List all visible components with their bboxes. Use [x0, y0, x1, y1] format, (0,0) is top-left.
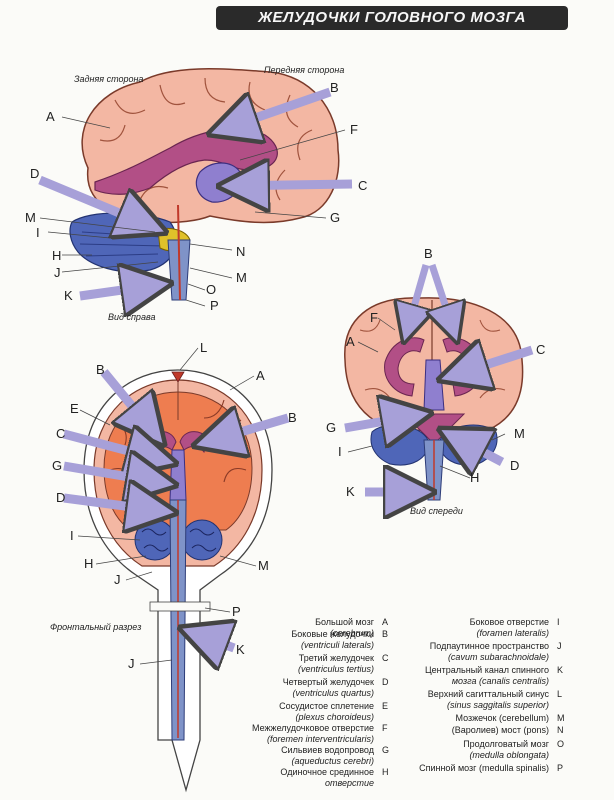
label-B-front: B: [424, 246, 433, 261]
caption-front-view: Вид спереди: [410, 506, 463, 516]
front-view-brain: [344, 297, 524, 501]
label-F-side: F: [350, 122, 358, 137]
caption-right-view: Вид справа: [108, 312, 155, 322]
label-I-side: I: [36, 225, 40, 240]
front-view-arrows: [344, 263, 534, 492]
label-B2-section: B: [288, 410, 297, 425]
label-M-front: M: [514, 426, 525, 441]
legend-item-F: Межжелудочковое отверстие(foremen interv…: [252, 723, 388, 744]
label-G-front: G: [326, 420, 336, 435]
label-D-section: D: [56, 490, 65, 505]
label-C-side: C: [358, 178, 367, 193]
legend-item-P: Спинной мозг (medulla spinalis)P: [419, 763, 564, 773]
label-E-section: E: [70, 401, 79, 416]
section-third-ventricle: [169, 449, 187, 501]
label-G-side: G: [330, 210, 340, 225]
label-G-section: G: [52, 458, 62, 473]
label-D-side: D: [30, 166, 39, 181]
legend-item-M: Мозжечок (cerebellum)M: [455, 713, 565, 723]
label-M-side: M: [25, 210, 36, 225]
label-J2-section: J: [128, 656, 135, 671]
legend-item-D: Четвертый желудочек(ventriculus quartus)…: [282, 677, 389, 698]
legend-item-O: Продолговатый мозг(medulla oblongata)O: [463, 739, 565, 760]
section-right-choroid-plexus: [181, 519, 223, 561]
caption-back-side: Задняя сторона: [74, 74, 143, 84]
label-B-section: B: [96, 362, 105, 377]
legend-item-I: Боковое отверстие(foramen lateralis)I: [469, 617, 560, 638]
caption-front-side: Передняя сторона: [264, 65, 344, 75]
legend-item-N: (Варолиев) мост (pons)N: [451, 725, 564, 735]
page-title: ЖЕЛУДОЧКИ ГОЛОВНОГО МОЗГА: [216, 6, 568, 30]
label-J-section: J: [114, 572, 121, 587]
label-B-side: B: [330, 80, 339, 95]
label-J-side: J: [54, 265, 61, 280]
label-A-front: A: [346, 334, 355, 349]
label-C-section: C: [56, 426, 65, 441]
label-A-side: A: [46, 109, 55, 124]
label-K-section: K: [236, 642, 245, 657]
label-P-side: P: [210, 298, 219, 313]
legend-item-B: Боковые желудочки(ventriculi laterals)B: [291, 629, 389, 650]
label-K-front: K: [346, 484, 355, 499]
label-P-section: P: [232, 604, 241, 619]
label-H-section: H: [84, 556, 93, 571]
label-A-section: A: [256, 368, 265, 383]
caption-frontal-section: Фронтальный разрез: [50, 622, 141, 632]
section-left-choroid-plexus: [134, 519, 176, 561]
section-arrows: [62, 369, 290, 648]
section-sagittal-sinus: [171, 371, 185, 383]
label-I-front: I: [338, 444, 342, 459]
label-D-front: D: [510, 458, 519, 473]
front-third-ventricle: [423, 359, 445, 411]
legend-item-E: Сосудистое сплетение(plexus choroideus)E: [279, 701, 389, 722]
label-C-front: C: [536, 342, 545, 357]
legend-item-C: Третий желудочек(ventriculus tertius)C: [297, 653, 389, 674]
label-F-front: F: [370, 310, 378, 325]
label-H-side: H: [52, 248, 61, 263]
side-view-arrows: [38, 87, 353, 296]
label-L-section: L: [200, 340, 207, 355]
label-M2-side: M: [236, 270, 247, 285]
legend-item-A: Большой мозг(cerebrum)A: [315, 617, 389, 638]
legend-item-G: Сильвиев водопровод(aqueductus cerebri)G: [281, 745, 390, 766]
legend-item-J: Подпаутинное пространство(cavum subarach…: [429, 641, 562, 662]
label-O-side: O: [206, 282, 216, 297]
label-N-side: N: [236, 244, 245, 259]
label-H-front: H: [470, 470, 479, 485]
label-K-side: K: [64, 288, 73, 303]
legend-item-L: Верхний сагиттальный синус(sinus saggita…: [427, 689, 563, 710]
label-I-section: I: [70, 528, 74, 543]
label-M-section: M: [258, 558, 269, 573]
